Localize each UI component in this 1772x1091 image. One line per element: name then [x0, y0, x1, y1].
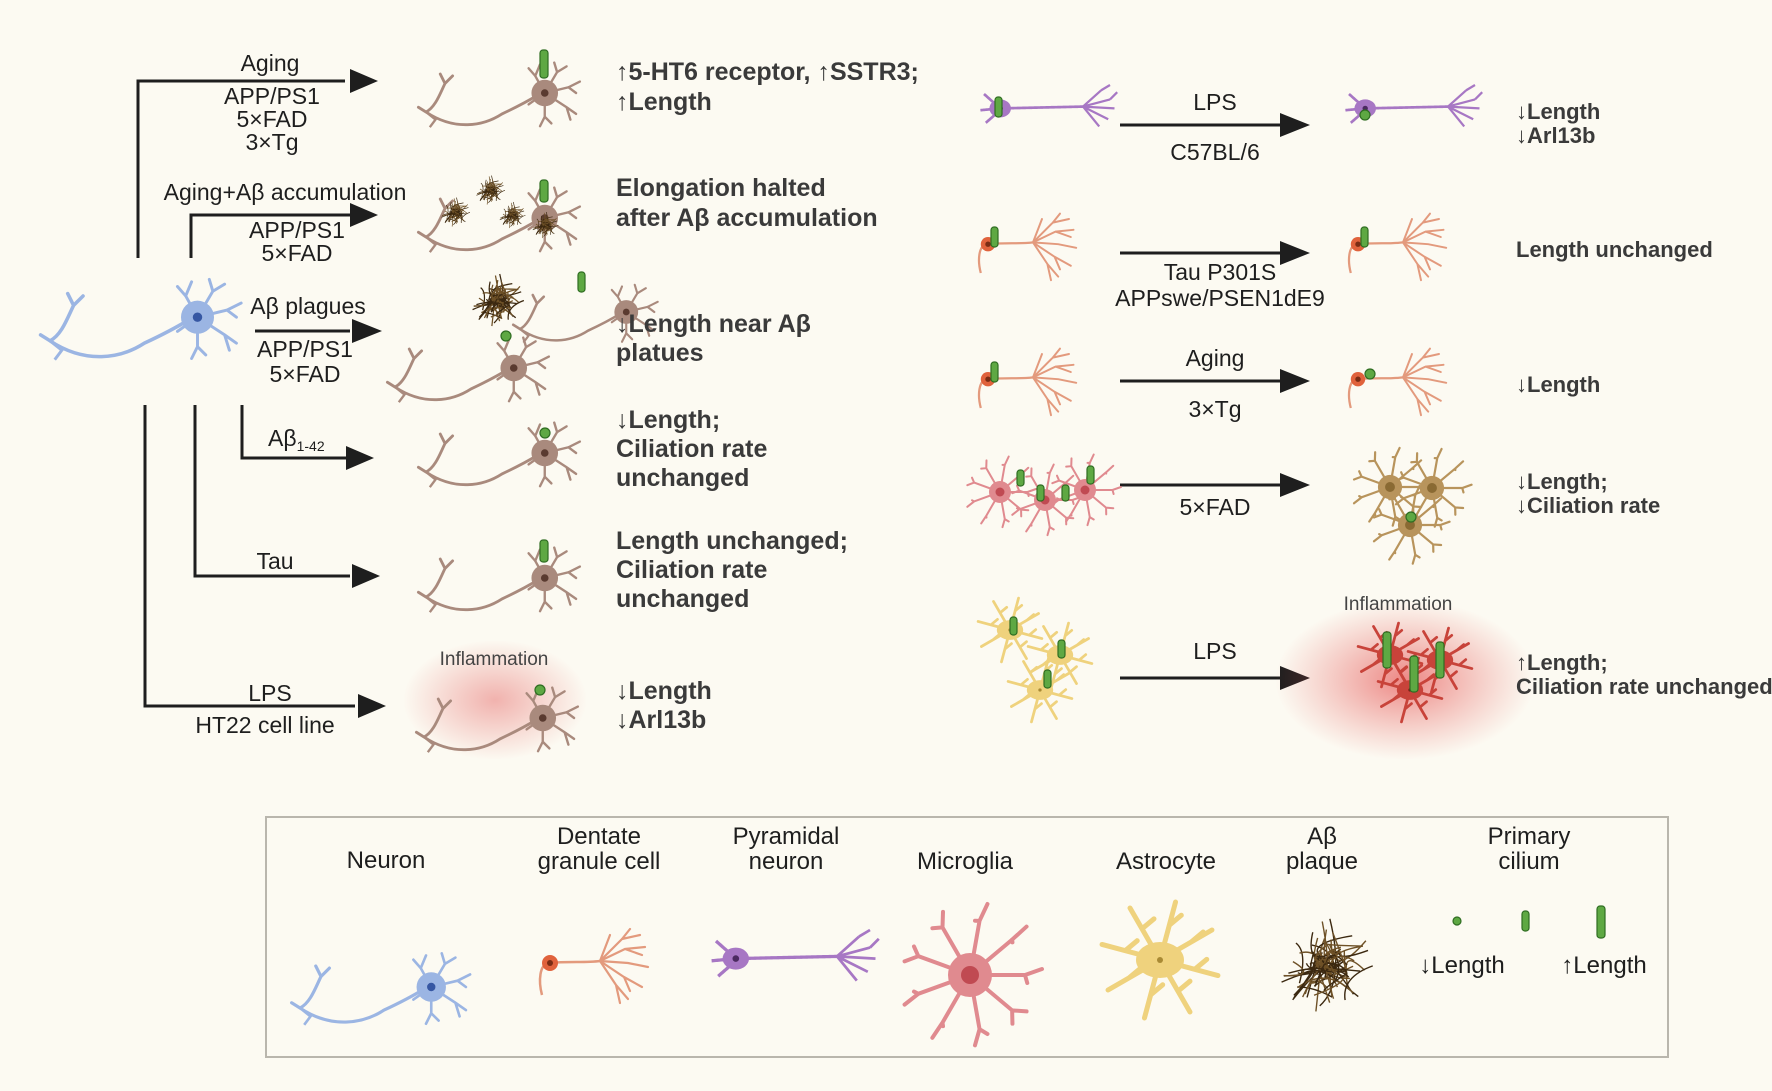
legend: Neuron Dentate granule cell Pyramidal ne… [266, 817, 1668, 1057]
cilium-medium [578, 272, 585, 292]
cilium-dot [540, 428, 550, 438]
svg-text:Neuron: Neuron [347, 847, 426, 874]
right-row-1-labels: LPS C57BL/6 [1170, 89, 1260, 165]
left-row-6-neuron: Inflammation [403, 640, 587, 760]
svg-text:↓Arl13b: ↓Arl13b [1516, 123, 1595, 148]
svg-text:Elongation halted: Elongation halted [616, 174, 826, 202]
source-neuron [41, 279, 242, 359]
svg-text:Ciliation rate: Ciliation rate [616, 556, 768, 584]
svg-text:↑Length;: ↑Length; [1516, 650, 1608, 675]
left-row-2-condition: Aging+Aβ accumulation [164, 179, 407, 205]
svg-text:Inflammation: Inflammation [1344, 594, 1453, 615]
left-row-4-neuron [418, 423, 580, 488]
left-arrow-tree [138, 81, 355, 706]
svg-text:↑5-HT6 receptor, ↑SSTR3;: ↑5-HT6 receptor, ↑SSTR3; [616, 58, 919, 86]
left-row-3-model-1: APP/PS1 [257, 336, 353, 362]
svg-text:neuron: neuron [749, 848, 824, 875]
svg-text:Dentate: Dentate [557, 823, 641, 850]
svg-text:platues: platues [616, 339, 704, 367]
left-row-1-labels: Aging APP/PS1 5×FAD 3×Tg [224, 50, 320, 155]
left-row-4-labels: Aβ1-42 [268, 425, 325, 454]
left-row-5-labels: Tau [256, 548, 293, 574]
cilium-dot [535, 685, 545, 695]
svg-text:↓Length: ↓Length [1516, 99, 1600, 124]
svg-text:LPS: LPS [1193, 638, 1236, 664]
left-row-5-neuron [418, 540, 580, 612]
svg-text:Ciliation rate unchanged: Ciliation rate unchanged [1516, 674, 1772, 699]
right-row-5-labels: LPS [1193, 638, 1236, 664]
svg-text:↓Length: ↓Length [616, 677, 712, 705]
left-row-1-model-3: 3×Tg [245, 129, 298, 155]
left-row-2-model-2: 5×FAD [262, 240, 333, 266]
left-row-3-labels: Aβ plagues APP/PS1 5×FAD [250, 293, 366, 387]
svg-text:granule cell: granule cell [538, 848, 661, 875]
left-row-2-labels: Aging+Aβ accumulation APP/PS1 5×FAD [164, 179, 407, 266]
cilium-medium [540, 180, 548, 202]
cilium-medium [540, 540, 548, 562]
left-row-3-condition: Aβ plagues [250, 293, 366, 319]
left-row-1-condition: Aging [241, 50, 300, 76]
svg-text:3×Tg: 3×Tg [1188, 396, 1241, 422]
svg-text:Length unchanged;: Length unchanged; [616, 527, 848, 555]
right-row-2-result: Length unchanged [1516, 237, 1713, 262]
svg-text:C57BL/6: C57BL/6 [1170, 139, 1260, 165]
cilium-dot [501, 331, 511, 341]
right-row-4-result: ↓Length; ↓Ciliation rate [1516, 469, 1660, 518]
svg-text:↓Ciliation rate: ↓Ciliation rate [1516, 493, 1660, 518]
right-arrowheads [1280, 113, 1310, 690]
left-row-5-result: Length unchanged; Ciliation rate unchang… [616, 527, 848, 613]
svg-text:↓Length near Aβ: ↓Length near Aβ [616, 310, 811, 338]
left-row-5-condition: Tau [256, 548, 293, 574]
svg-text:unchanged: unchanged [616, 464, 749, 492]
left-row-6-condition: LPS [248, 680, 291, 706]
svg-text:Pyramidal: Pyramidal [733, 823, 840, 850]
svg-text:LPS: LPS [1193, 89, 1236, 115]
svg-text:Aging: Aging [1186, 345, 1245, 371]
svg-text:↓Arl13b: ↓Arl13b [616, 706, 706, 734]
svg-text:5×FAD: 5×FAD [1180, 494, 1251, 520]
right-row-5-result: ↑Length; Ciliation rate unchanged [1516, 650, 1772, 699]
svg-text:↑Length: ↑Length [1561, 952, 1646, 979]
right-row-1-result: ↓Length ↓Arl13b [1516, 99, 1600, 148]
svg-text:unchanged: unchanged [616, 585, 749, 613]
left-row-3-model-2: 5×FAD [270, 361, 341, 387]
svg-text:cilium: cilium [1498, 848, 1559, 875]
svg-text:Tau P301S: Tau P301S [1164, 259, 1277, 285]
left-row-2-neuron [418, 176, 580, 253]
left-row-4-result: ↓Length; Ciliation rate unchanged [616, 406, 768, 492]
svg-text:Astrocyte: Astrocyte [1116, 848, 1216, 875]
svg-text:Primary: Primary [1488, 823, 1571, 850]
svg-text:Microglia: Microglia [917, 848, 1014, 875]
svg-text:Length unchanged: Length unchanged [1516, 237, 1713, 262]
left-row-6-result: ↓Length ↓Arl13b [616, 677, 712, 734]
svg-text:APPswe/PSEN1dE9: APPswe/PSEN1dE9 [1115, 285, 1325, 311]
left-row-3-result: ↓Length near Aβ platues [616, 310, 811, 367]
right-row-3-labels: Aging 3×Tg [1186, 345, 1245, 422]
svg-text:↓Length;: ↓Length; [1516, 469, 1608, 494]
right-row-4-labels: 5×FAD [1180, 494, 1251, 520]
svg-text:↑Length: ↑Length [616, 88, 712, 116]
svg-text:plaque: plaque [1286, 848, 1358, 875]
left-row-6-labels: LPS HT22 cell line [195, 680, 334, 738]
left-row-1-result: ↑5-HT6 receptor, ↑SSTR3; ↑Length [616, 58, 919, 116]
right-row-3-result: ↓Length [1516, 372, 1600, 397]
svg-text:↓Length: ↓Length [1516, 372, 1600, 397]
svg-text:Aβ: Aβ [1307, 823, 1337, 850]
cilium-long [540, 50, 548, 78]
right-row-2-labels: Tau P301S APPswe/PSEN1dE9 [1115, 259, 1325, 311]
left-row-2-result: Elongation halted after Aβ accumulation [616, 174, 878, 232]
svg-text:↓Length: ↓Length [1419, 952, 1504, 979]
svg-text:after Aβ accumulation: after Aβ accumulation [616, 204, 878, 232]
left-row-4-condition: Aβ1-42 [268, 425, 325, 454]
left-arrowheads [346, 69, 386, 718]
left-row-1-neuron [418, 50, 580, 127]
left-row-6-model-1: HT22 cell line [195, 712, 334, 738]
svg-text:↓Length;: ↓Length; [616, 406, 720, 434]
svg-text:Ciliation rate: Ciliation rate [616, 435, 768, 463]
inflammation-label: Inflammation [440, 649, 549, 670]
